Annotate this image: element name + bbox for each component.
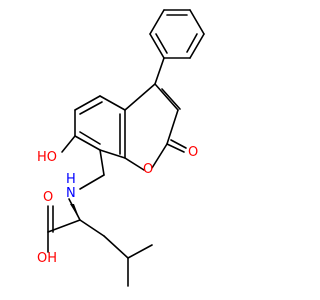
structure-canvas: HO O O N H O OH xyxy=(37,9,205,287)
phenol-bond xyxy=(61,135,76,153)
methylene-bond-1 xyxy=(99,149,105,176)
cbeta-cgamma-bond xyxy=(103,235,129,259)
amine-hydrogen-label: H xyxy=(66,172,76,187)
pyranone-ring xyxy=(124,83,187,171)
ring-oxygen-label: O xyxy=(143,162,153,177)
methylene-bond-2 xyxy=(79,174,105,190)
hydroxyl-label: HO xyxy=(37,150,57,165)
stereo-wedge xyxy=(70,204,80,220)
benzo-ring xyxy=(74,95,126,159)
phenyl-ring xyxy=(149,9,205,59)
phenyl-c4-bond xyxy=(154,57,165,85)
molecule-drawing: HO O O N H O OH xyxy=(37,9,205,287)
calpha-cbeta-bond xyxy=(79,219,105,237)
carbonyl-oxygen-label: O xyxy=(188,145,198,160)
acid-hydroxyl-label: OH xyxy=(37,251,57,266)
cgamma-methyl-1 xyxy=(127,244,153,259)
amine-label: N xyxy=(66,186,76,201)
acid-carbonyl-oxygen-label: O xyxy=(43,190,53,205)
